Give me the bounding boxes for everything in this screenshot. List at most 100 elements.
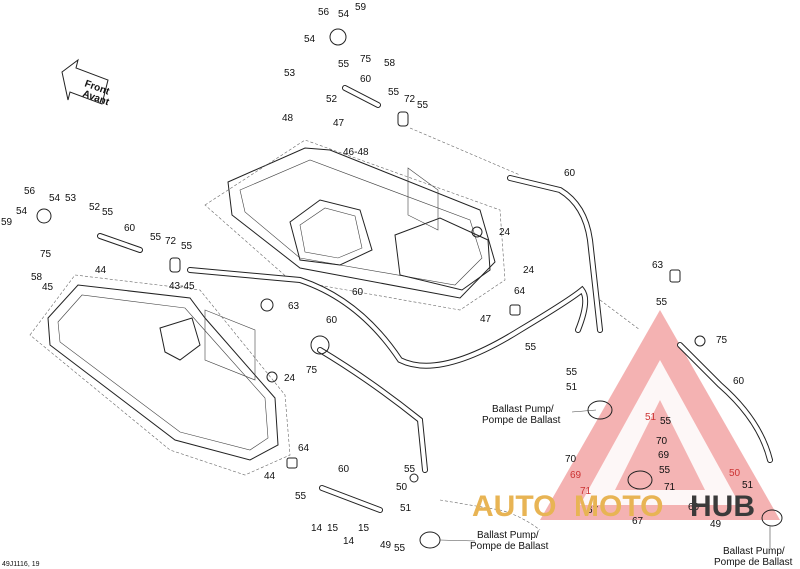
callout-70: 70 [565, 454, 577, 465]
callout-24: 24 [499, 227, 511, 238]
callout-69: 69 [658, 450, 670, 461]
callout-55: 55 [525, 342, 537, 353]
callout-75: 75 [360, 54, 372, 65]
watermark-hub: HUB [690, 490, 755, 523]
callout-58: 58 [384, 58, 396, 69]
upper-ballast-tank [204, 139, 506, 311]
callout-49: 49 [710, 519, 722, 530]
callout-44: 44 [95, 265, 107, 276]
front-direction-arrow: Front Avant [61, 58, 111, 108]
callout-60: 60 [360, 74, 372, 85]
callout-54: 54 [304, 34, 316, 45]
callout-69: 69 [570, 470, 582, 481]
callout-50: 50 [729, 468, 741, 479]
callout-55: 55 [394, 543, 406, 554]
callout-55: 55 [295, 491, 307, 502]
callout-67: 67 [632, 516, 644, 527]
callout-51: 51 [742, 480, 754, 491]
caption-line: Pompe de Ballast [470, 541, 549, 552]
callout-51: 51 [645, 412, 657, 423]
callout-54: 54 [49, 193, 61, 204]
callout-15: 15 [327, 523, 339, 534]
caption-ballast-pump-lower: Ballast Pump/ Pompe de Ballast [470, 530, 549, 552]
callout-59: 59 [355, 2, 367, 13]
callout-14: 14 [343, 536, 355, 547]
callout-49: 49 [380, 540, 392, 551]
caption-line: Ballast Pump/ [723, 546, 785, 557]
ballast-pump-right [761, 509, 783, 548]
lower-ballast-tank [29, 274, 291, 476]
callout-59: 59 [1, 217, 13, 228]
callout-71: 71 [664, 482, 676, 493]
callout-55: 55 [150, 232, 162, 243]
callout-60: 60 [326, 315, 338, 326]
watermark-text: AUTO MOTO HUB [472, 490, 755, 523]
callout-60: 60 [688, 502, 700, 513]
watermark-logo [540, 310, 780, 520]
callout-60: 60 [352, 287, 364, 298]
callout-55: 55 [338, 59, 350, 70]
watermark-triangle-inner [580, 360, 740, 505]
hoses [97, 85, 773, 531]
callout-52: 52 [326, 94, 338, 105]
callout-55: 55 [660, 416, 672, 427]
callout-64: 64 [514, 286, 526, 297]
callout-43-45: 43-45 [169, 281, 195, 292]
callout-58: 58 [31, 272, 43, 283]
ballast-pump-center [587, 400, 653, 490]
callout-47: 47 [480, 314, 492, 325]
caption-ballast-pump-right: Ballast Pump/ Pompe de Ballast [714, 546, 793, 568]
callout-45: 45 [42, 282, 54, 293]
callout-60: 60 [564, 168, 576, 179]
callout-24: 24 [523, 265, 535, 276]
callout-24: 24 [284, 373, 296, 384]
fittings [36, 28, 706, 483]
callout-54: 54 [338, 9, 350, 20]
callouts: 56 54 59 54 75 58 53 55 52 60 55 72 55 4… [1, 2, 754, 554]
callout-53: 53 [65, 193, 77, 204]
callout-51: 51 [400, 503, 412, 514]
caption-line: Ballast Pump/ [477, 530, 539, 541]
callout-55: 55 [102, 207, 114, 218]
callout-71: 71 [580, 486, 592, 497]
callout-55: 55 [388, 87, 400, 98]
callout-14: 14 [311, 523, 323, 534]
callout-70: 70 [656, 436, 668, 447]
callout-63: 63 [652, 260, 664, 271]
caption-ballast-pump-center: Ballast Pump/ Pompe de Ballast [482, 404, 597, 426]
caption-line: Pompe de Ballast [482, 415, 561, 426]
callout-72: 72 [404, 94, 416, 105]
callout-15: 15 [358, 523, 370, 534]
callout-63: 63 [288, 301, 300, 312]
callout-75: 75 [716, 335, 728, 346]
callout-44: 44 [264, 471, 276, 482]
callout-55: 55 [417, 100, 429, 111]
callout-50: 50 [396, 482, 408, 493]
caption-line: Pompe de Ballast [714, 557, 793, 568]
callout-56: 56 [24, 186, 36, 197]
callout-67: 67 [587, 505, 599, 516]
callout-56: 56 [318, 7, 330, 18]
callout-64: 64 [298, 443, 310, 454]
callout-47: 47 [333, 118, 345, 129]
ballast-pump-lower [419, 531, 476, 549]
callout-55: 55 [181, 241, 193, 252]
callout-53: 53 [284, 68, 296, 79]
diagram-reference: 49J1116, 19 [2, 561, 40, 568]
callout-48: 48 [282, 113, 294, 124]
callout-51: 51 [566, 382, 578, 393]
callout-60: 60 [338, 464, 350, 475]
callout-60: 60 [124, 223, 136, 234]
callout-75: 75 [40, 249, 52, 260]
callout-60: 60 [733, 376, 745, 387]
watermark-moto: MOTO [574, 490, 663, 523]
callout-54: 54 [16, 206, 28, 217]
callout-55: 55 [656, 297, 668, 308]
callout-46-48: 46-48 [343, 147, 369, 158]
callout-72: 72 [165, 236, 177, 247]
watermark-triangle-core [615, 400, 705, 490]
callout-52: 52 [89, 202, 101, 213]
callout-75: 75 [306, 365, 318, 376]
callout-55: 55 [404, 464, 416, 475]
